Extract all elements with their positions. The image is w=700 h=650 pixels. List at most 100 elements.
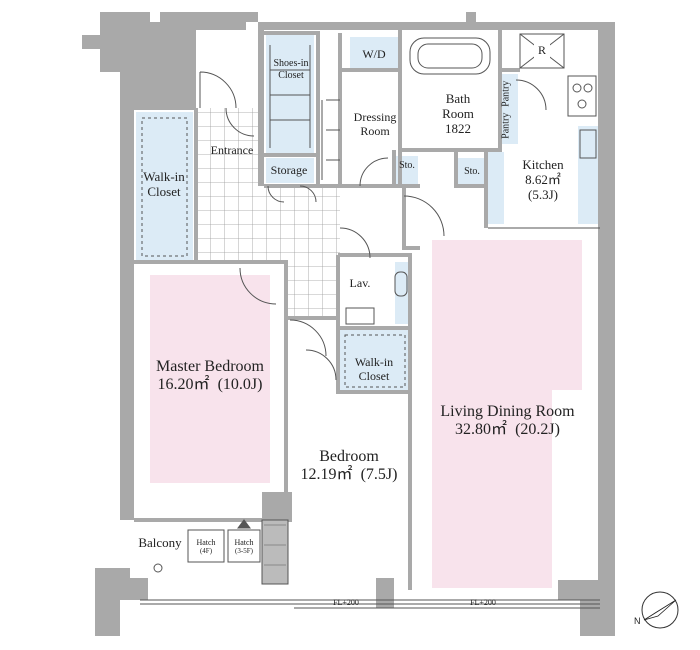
hatch-2-label: Hatch (3-5F) — [228, 538, 260, 555]
bath-line2: Room — [442, 105, 474, 121]
outdoor-unit-hatch — [264, 524, 286, 566]
hatch-1-text: Hatch — [196, 538, 216, 547]
bathtub-inner — [417, 43, 483, 69]
storage-fill — [266, 158, 314, 183]
pantry-fill — [500, 74, 518, 144]
detail-lines — [140, 33, 600, 609]
walkin-bedroom-line1: Walk-in — [354, 355, 394, 369]
hatch-1-box — [187, 529, 225, 563]
sto-2-label: Sto. — [464, 166, 480, 177]
burner-2 — [583, 83, 593, 93]
master-door-swing — [239, 267, 277, 305]
walkin-closet-master-fill — [136, 112, 193, 262]
walkin-bedroom-line2: Closet — [358, 368, 390, 383]
shoes-shelves — [269, 45, 311, 148]
entrance-door-swing — [199, 71, 237, 109]
bath-size: 1822 — [445, 120, 471, 136]
shoes-closet-wall — [264, 31, 320, 186]
balcony-rail — [140, 599, 600, 605]
walkin-master-rail — [141, 117, 188, 257]
kitchen-counter-right-fill — [578, 126, 598, 224]
shoes-closet-fill — [266, 35, 314, 153]
hatch-2-floor: (3-5F) — [235, 547, 253, 556]
dressing-door-swing — [359, 157, 389, 187]
walkin-master-line1: Walk-in — [143, 169, 185, 184]
balcony-drain — [153, 563, 163, 573]
living-dining-name: Living Dining Room — [440, 403, 575, 420]
walkin-bedroom-rail — [344, 334, 406, 388]
bath-label: Bath Room 1822 — [425, 91, 491, 137]
top-left-column — [100, 12, 160, 100]
walkin-closet-bedroom-wall — [336, 326, 412, 394]
stove — [567, 75, 597, 117]
kitchen-wall-top — [498, 30, 520, 72]
walkin-bedroom-label: Walk-in Closet — [338, 355, 410, 384]
bath-line1: Bath — [445, 91, 471, 106]
hatch-2-text: Hatch — [234, 538, 254, 547]
master-bedroom-top-wall — [134, 260, 288, 320]
bathtub — [409, 37, 491, 75]
kitchen-tatami: (5.3J) — [528, 186, 558, 202]
storage-label: Storage — [270, 163, 308, 177]
living-door-swing — [403, 195, 445, 237]
burner-1 — [572, 83, 582, 93]
bedroom-area: 12.19㎡ (7.5J) — [300, 466, 398, 484]
master-bedroom-name: Master Bedroom — [156, 358, 264, 375]
door-swings — [199, 71, 547, 381]
hatch-2-box — [227, 529, 261, 563]
burner-3 — [577, 99, 587, 109]
bath-wall — [398, 30, 502, 152]
dressing-line2: Room — [360, 123, 390, 138]
shoes-closet-line2: Closet — [278, 69, 304, 81]
walkin-bedroom-door-swing — [305, 349, 337, 381]
toilet — [345, 307, 375, 325]
hatch-2-triangle — [237, 519, 251, 529]
living-dining-label: Living Dining Room 32.80㎡ (20.2J) — [425, 403, 590, 440]
dressing-line1: Dressing — [353, 110, 397, 124]
right-wall-band — [598, 240, 606, 585]
kitchen-area: 8.62㎡ — [525, 171, 561, 187]
kitchen-sink — [579, 129, 597, 159]
living-wall-top — [402, 186, 420, 250]
wd-fill — [350, 37, 398, 69]
living-dining-bed-area-lower — [432, 390, 552, 588]
hatch-1-label: Hatch (4F) — [188, 538, 224, 555]
shoes-closet-label: Shoes-in Closet — [266, 58, 316, 81]
fl-2-label: FL+200 — [470, 598, 496, 607]
kitchen-counter-left-fill — [488, 152, 504, 224]
svg-text:N: N — [634, 616, 641, 626]
bedroom-door-swing — [289, 319, 327, 357]
walkin-door-swing — [225, 107, 255, 137]
balcony-label: Balcony — [138, 535, 182, 550]
exterior-walls — [82, 12, 615, 636]
refrigerator-box — [519, 33, 565, 69]
sto-1-wall — [392, 150, 420, 188]
living-dining-area: 32.80㎡ (20.2J) — [455, 421, 560, 439]
entrance-label: Entrance — [210, 143, 254, 157]
kitchen-door-swing — [515, 79, 547, 111]
lav-label: Lav. — [349, 276, 371, 290]
interior-walls — [134, 30, 520, 590]
walkin-master-line2: Closet — [147, 183, 181, 199]
walkin-master-label: Walk-in Closet — [134, 169, 194, 200]
sto-2-fill — [458, 158, 486, 184]
bottom-left-column — [95, 568, 148, 636]
room-fills — [136, 35, 598, 588]
top-left-wall-cap — [82, 35, 100, 49]
kitchen-name: Kitchen — [522, 157, 564, 172]
dressing-shelves — [321, 99, 340, 180]
lav-wall — [336, 253, 412, 328]
master-bedroom-label: Master Bedroom 16.20㎡ (10.0J) — [135, 358, 285, 395]
walkin-closet-bedroom-fill — [340, 330, 410, 390]
lav-door-swing — [339, 227, 371, 259]
top-upper-wall — [160, 12, 258, 100]
outdoor-unit — [261, 519, 289, 585]
sto-2-wall — [454, 150, 488, 188]
master-bedroom-bed-area — [150, 275, 270, 483]
hatch-1-floor: (4F) — [199, 547, 213, 556]
dressing-label: Dressing Room — [343, 110, 407, 139]
left-exterior-wall — [120, 100, 196, 520]
entrance-tiles — [196, 108, 340, 317]
living-dining-bed-area — [432, 240, 582, 390]
